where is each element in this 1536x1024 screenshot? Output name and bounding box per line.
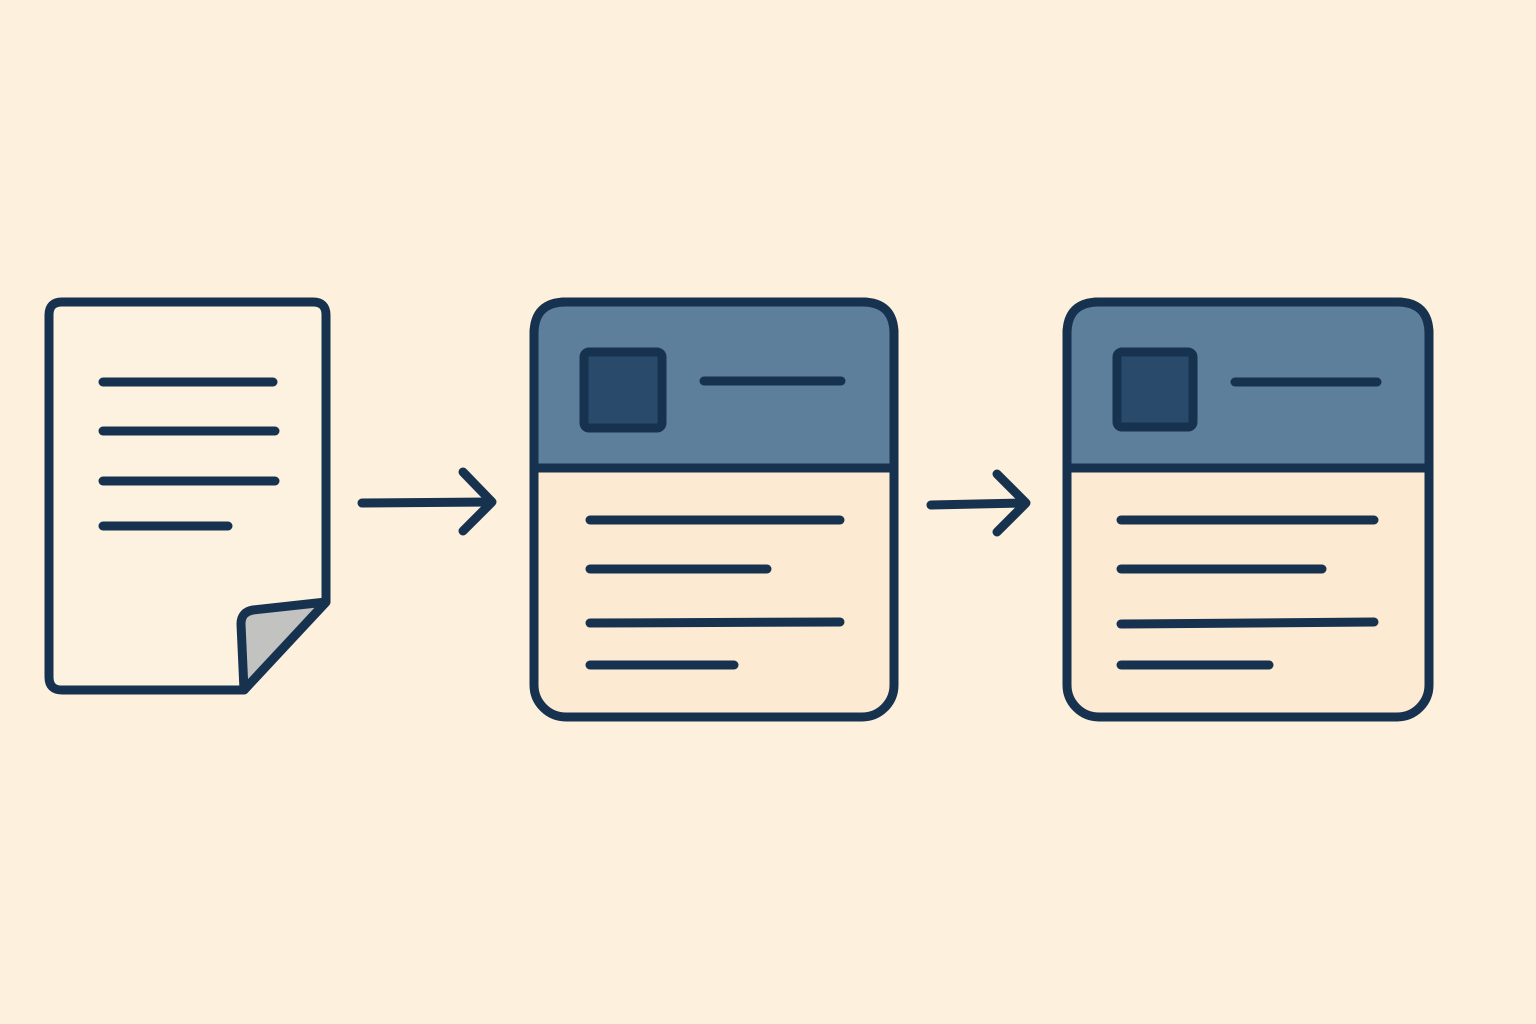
card-text-line	[585, 617, 845, 628]
document-icon	[44, 297, 331, 695]
thumbnail-icon	[579, 347, 667, 433]
card-icon	[1062, 297, 1434, 722]
arrow-right-icon	[926, 469, 1031, 537]
card-text-line	[1116, 617, 1379, 629]
document-page	[44, 297, 331, 695]
document-fold	[236, 597, 331, 695]
thumbnail-icon	[1112, 347, 1198, 432]
card-icon	[529, 297, 899, 722]
arrow-right-icon	[357, 467, 497, 536]
